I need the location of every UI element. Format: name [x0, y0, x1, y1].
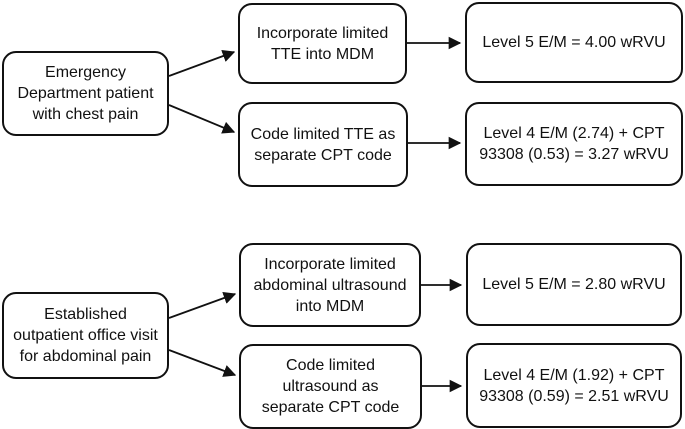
result-box-level5-280-wrvu: Level 5 E/M = 2.80 wRVU [466, 243, 682, 326]
arrow-ed-to-option1 [168, 50, 236, 77]
result-box-level4-251-wrvu: Level 4 E/M (1.92) + CPT 93308 (0.59) = … [466, 343, 682, 428]
option-box-code-tte-separate: Code limited TTE as separate CPT code [238, 102, 408, 187]
option-box-code-ultrasound-separate: Code limited ultrasound as separate CPT … [239, 344, 422, 429]
result-box-level4-327-wrvu: Level 4 E/M (2.74) + CPT 93308 (0.53) = … [465, 102, 683, 186]
arrow-outpatient-to-option2 [168, 349, 237, 377]
source-box-established-outpatient: Established outpatient office visit for … [2, 292, 169, 379]
result-box-level5-400-wrvu: Level 5 E/M = 4.00 wRVU [465, 2, 683, 83]
option-box-incorporate-ultrasound-mdm: Incorporate limited abdominal ultrasound… [239, 243, 421, 327]
option-box-incorporate-tte-mdm: Incorporate limited TTE into MDM [238, 3, 407, 84]
arrow-outpatient-to-option1 [168, 291, 237, 319]
arrow-ed-to-option2 [168, 104, 236, 134]
source-box-emergency-department: Emergency Department patient with chest … [2, 51, 169, 136]
